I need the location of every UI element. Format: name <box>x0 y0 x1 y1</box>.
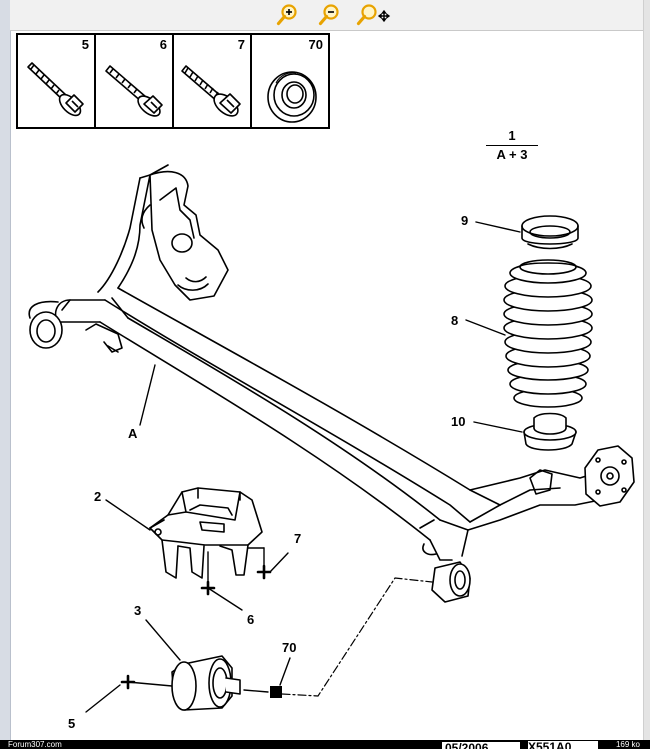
viewer-toolbar <box>10 0 644 31</box>
part-number: 5 <box>81 37 89 52</box>
part-number: 7 <box>237 37 245 52</box>
right-eye-bushing <box>431 561 471 603</box>
status-footer: Forum307.com 169 ko <box>0 740 650 749</box>
part-item-5: 5 <box>18 35 96 127</box>
part-number: 6 <box>159 37 167 52</box>
part-item-70: 70 <box>252 35 328 127</box>
callout-2: 2 <box>94 489 102 504</box>
callout-7: 7 <box>294 531 302 546</box>
callout-70: 70 <box>282 640 297 655</box>
spring-upper-seat <box>521 215 579 250</box>
assembly-path-line <box>281 577 433 697</box>
zoom-in-button[interactable] <box>274 3 302 27</box>
assembly-fraction-label: 1 A + 3 <box>486 128 538 163</box>
bolt-flange-icon <box>27 62 84 117</box>
washer-icon <box>267 71 317 123</box>
footer-file-size: 169 ko <box>615 740 640 749</box>
washer-position-marker <box>270 686 282 698</box>
part-item-7: 7 <box>174 35 252 127</box>
fraction-numerator: 1 <box>508 128 516 143</box>
document-date: 05/2006 <box>441 741 521 749</box>
fraction-bar <box>486 145 538 146</box>
callout-A: A <box>128 426 138 441</box>
silent-bloc-bush <box>171 655 241 711</box>
pan-zoom-icon <box>356 4 391 26</box>
parts-legend: 5 6 7 <box>16 33 330 129</box>
callout-5: 5 <box>68 716 76 731</box>
coil-spring <box>503 259 593 408</box>
rear-axle-exploded-diagram <box>28 164 635 713</box>
part-item-6: 6 <box>96 35 174 127</box>
callout-10: 10 <box>451 414 466 429</box>
bolt-flange-icon <box>181 65 241 117</box>
zoom-in-icon <box>276 4 297 26</box>
bolt-flange-icon <box>105 65 163 117</box>
callout-9: 9 <box>461 213 469 228</box>
callout-leaders <box>85 221 523 713</box>
callout-3: 3 <box>134 603 142 618</box>
document-reference: X551A0 <box>528 741 598 749</box>
vertical-scrollbar[interactable] <box>643 0 650 740</box>
spring-lower-seat <box>523 412 577 451</box>
axle-beam <box>28 164 635 561</box>
mounting-bracket <box>149 487 263 579</box>
callout-8: 8 <box>451 313 459 328</box>
part-number: 70 <box>308 37 323 52</box>
zoom-out-icon <box>318 4 339 26</box>
fraction-denominator: A + 3 <box>496 147 528 162</box>
left-edge-strip <box>0 0 11 749</box>
zoom-out-button[interactable] <box>316 3 344 27</box>
callout-6: 6 <box>247 612 255 627</box>
pan-zoom-button[interactable] <box>356 3 392 27</box>
bolt-markers <box>120 564 272 690</box>
footer-site-label: Forum307.com <box>8 740 62 749</box>
